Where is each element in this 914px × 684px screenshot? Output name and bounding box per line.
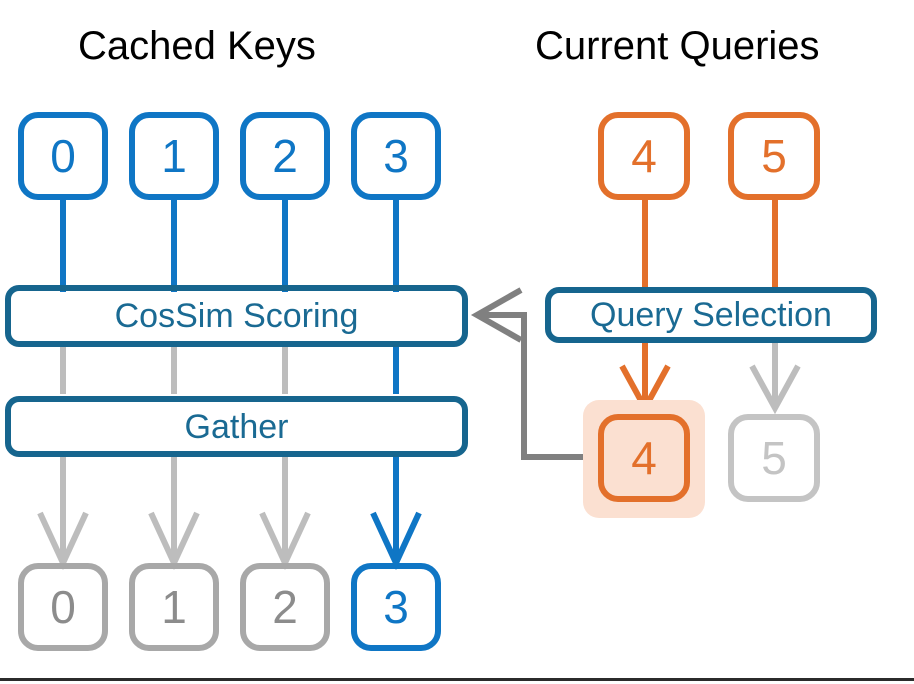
key-cell-top-3[interactable]: 3 bbox=[351, 112, 441, 200]
query-cell-top-5[interactable]: 5 bbox=[728, 112, 820, 200]
feedback-edge-arrowhead bbox=[470, 287, 523, 343]
feedback-edge-path bbox=[481, 312, 596, 460]
key-cell-out-2[interactable]: 2 bbox=[240, 563, 330, 651]
feedback-edge bbox=[470, 287, 596, 460]
bottom-divider bbox=[0, 678, 914, 681]
key-cell-out-0[interactable]: 0 bbox=[18, 563, 108, 651]
selection-out-arrowhead-5 bbox=[749, 364, 801, 415]
key-cell-top-1[interactable]: 1 bbox=[129, 112, 219, 200]
query-stem-group bbox=[642, 198, 778, 292]
query-cell-top-4[interactable]: 4 bbox=[598, 112, 690, 200]
key-cell-top-2[interactable]: 2 bbox=[240, 112, 330, 200]
key-stem-group bbox=[60, 198, 399, 292]
selection-output-group bbox=[619, 341, 801, 415]
query-selection-block[interactable]: Query Selection bbox=[545, 287, 877, 343]
gather-output-group bbox=[37, 457, 422, 571]
query-cell-out-4[interactable]: 4 bbox=[598, 414, 690, 502]
gather-block[interactable]: Gather bbox=[5, 396, 468, 457]
cached-keys-heading: Cached Keys bbox=[78, 24, 316, 68]
scoring-to-gather-group bbox=[60, 345, 399, 394]
cossim-scoring-block[interactable]: CosSim Scoring bbox=[5, 285, 468, 347]
key-cell-out-1[interactable]: 1 bbox=[129, 563, 219, 651]
query-cell-out-5[interactable]: 5 bbox=[728, 414, 820, 502]
current-queries-heading: Current Queries bbox=[535, 24, 820, 68]
key-cell-out-3[interactable]: 3 bbox=[351, 563, 441, 651]
key-cell-top-0[interactable]: 0 bbox=[18, 112, 108, 200]
